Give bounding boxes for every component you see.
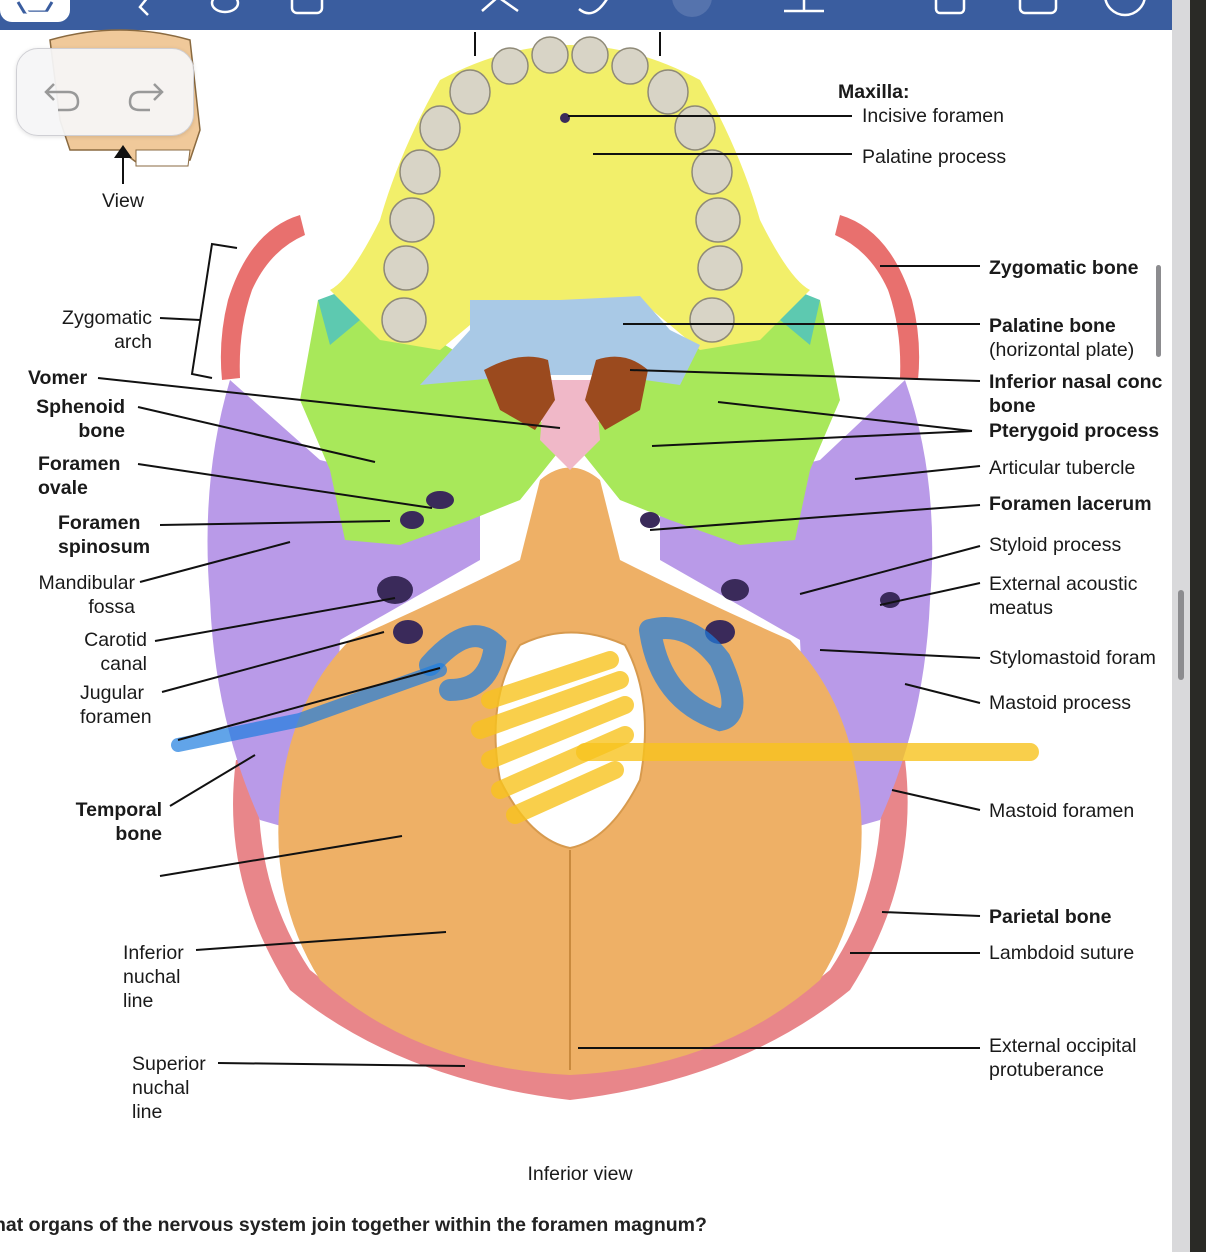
leader-lines bbox=[97, 115, 981, 1067]
skull-diagram bbox=[49, 29, 1039, 1100]
label-foramen-lacerum: Foramen lacerum bbox=[989, 493, 1152, 515]
label-foramen-ovale: Foramen ovale bbox=[38, 453, 121, 499]
label-parietal-bone: Parietal bone bbox=[989, 906, 1112, 928]
undo-icon[interactable] bbox=[39, 69, 85, 115]
label-lambdoid-suture: Lambdoid suture bbox=[989, 942, 1135, 964]
label-zygomatic-bone: Zygomatic bone bbox=[989, 257, 1139, 279]
teeth bbox=[381, 36, 743, 343]
view-label: View bbox=[102, 190, 144, 212]
zygomatic-arch-left bbox=[220, 215, 305, 380]
highlighter-icon[interactable] bbox=[478, 0, 524, 20]
label-inferior-nasal-concha: Inferior nasal conc bone bbox=[989, 371, 1163, 417]
comment-icon[interactable] bbox=[1016, 0, 1060, 20]
label-mastoid-foramen: Mastoid foramen bbox=[989, 800, 1135, 822]
eraser-icon[interactable] bbox=[575, 0, 611, 20]
label-superior-nuchal-line: Superior nuchal line bbox=[132, 1053, 206, 1123]
label-incisive-foramen: Incisive foramen bbox=[862, 105, 1004, 127]
scrollbar-thumb[interactable] bbox=[1178, 590, 1184, 680]
sphenoid-region bbox=[300, 300, 560, 545]
text-icon[interactable] bbox=[776, 0, 832, 20]
label-carotid-canal: Carotid canal bbox=[84, 629, 147, 675]
figure-caption: Inferior view bbox=[527, 1163, 633, 1185]
color-icon[interactable] bbox=[668, 0, 716, 20]
label-mandibular-fossa: Mandibular fossa bbox=[38, 572, 135, 618]
inferior-nasal-concha-left bbox=[484, 356, 555, 430]
label-maxilla: Maxilla: bbox=[838, 81, 910, 103]
label-articular-tubercle: Articular tubercle bbox=[989, 457, 1136, 479]
lasso-icon[interactable] bbox=[208, 0, 242, 20]
blue-highlight bbox=[171, 617, 744, 752]
label-inferior-nuchal-line: Inferior nuchal line bbox=[123, 942, 184, 1012]
label-temporal-bone: Temporal bone bbox=[75, 799, 162, 845]
window-edge bbox=[1172, 0, 1206, 1252]
vomer-region bbox=[540, 380, 600, 470]
more-icon[interactable] bbox=[1100, 0, 1150, 20]
label-external-acoustic-meatus: External acoustic meatus bbox=[989, 573, 1138, 619]
label-horizontal-plate: (horizontal plate) bbox=[989, 339, 1135, 361]
image-icon[interactable] bbox=[930, 0, 970, 20]
label-mastoid-process: Mastoid process bbox=[989, 692, 1131, 714]
sidebar-icon[interactable] bbox=[22, 0, 64, 20]
shape-icon[interactable] bbox=[288, 0, 332, 20]
label-pterygoid-process: Pterygoid process bbox=[989, 420, 1160, 442]
undo-redo-panel bbox=[16, 48, 194, 136]
label-sphenoid-bone: Sphenoid bone bbox=[36, 396, 125, 442]
zygomatic-arch-right bbox=[835, 215, 920, 380]
toolbar bbox=[0, 0, 1172, 30]
label-palatine-process: Palatine process bbox=[862, 146, 1007, 168]
label-jugular-foramen: Jugular foramen bbox=[80, 682, 152, 728]
label-styloid-process: Styloid process bbox=[989, 534, 1122, 556]
label-external-occipital-protuberance: External occipital protuberance bbox=[989, 1035, 1137, 1081]
redo-icon[interactable] bbox=[123, 69, 169, 115]
view-arrow-head bbox=[114, 145, 132, 158]
label-vomer: Vomer bbox=[28, 367, 88, 389]
question-text: hat organs of the nervous system join to… bbox=[0, 1214, 707, 1236]
yellow-highlight bbox=[471, 651, 1039, 824]
label-foramen-spinosum: Foramen spinosum bbox=[58, 512, 151, 558]
inferior-nasal-concha-right bbox=[585, 356, 648, 430]
back-icon[interactable] bbox=[130, 0, 160, 20]
label-stylomastoid-foramen: Stylomastoid foram bbox=[989, 647, 1156, 669]
label-palatine-bone: Palatine bone bbox=[989, 315, 1116, 337]
page-scrollbar[interactable] bbox=[1156, 265, 1161, 357]
label-zygomatic-arch: Zygomatic arch bbox=[62, 307, 152, 353]
sphenoid-region-right bbox=[580, 300, 840, 545]
